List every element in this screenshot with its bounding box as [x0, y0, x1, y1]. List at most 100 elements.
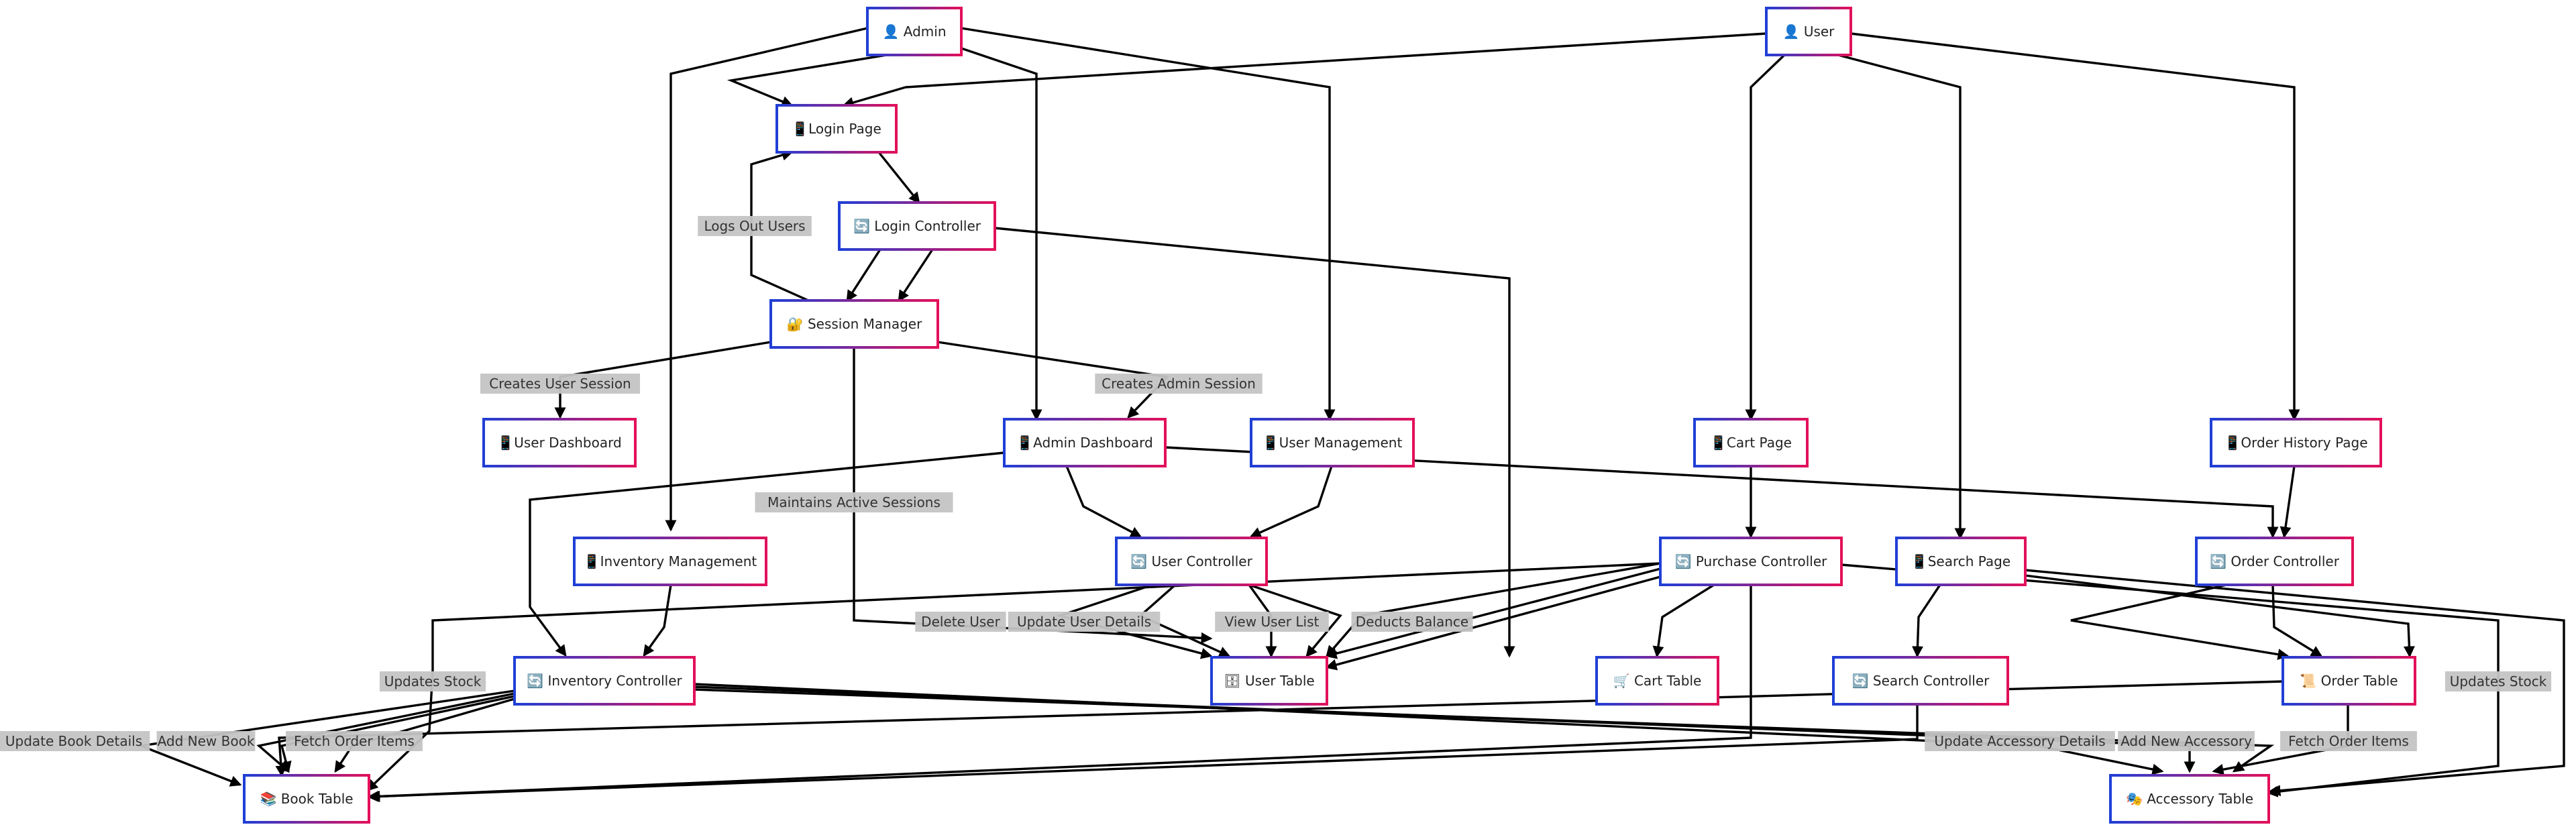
- node-login-page[interactable]: 📱Login Page: [775, 104, 898, 154]
- node-label: 🔄 User Controller: [1130, 553, 1252, 569]
- node-label: 🔄 Purchase Controller: [1675, 553, 1828, 569]
- node-label: 🔐 Session Manager: [787, 316, 922, 332]
- edge-label-update-book-details: Update Book Details: [0, 731, 150, 751]
- node-order-controller[interactable]: 🔄 Order Controller: [2195, 537, 2354, 586]
- svg-text:Fetch Order Items: Fetch Order Items: [294, 733, 415, 749]
- svg-text:Update User Details: Update User Details: [1017, 614, 1151, 630]
- edge-connector: [367, 704, 1919, 802]
- node-label: 🗄 User Table: [1224, 673, 1314, 689]
- svg-text:Fetch Order Items: Fetch Order Items: [2288, 733, 2409, 749]
- node-user-table[interactable]: 🗄 User Table: [1210, 656, 1328, 706]
- edge-connector: [256, 692, 515, 773]
- edge-connector: [994, 227, 1515, 658]
- edge-label-maintains-sessions: Maintains Active Sessions: [755, 492, 953, 512]
- node-label: 🛒 Cart Table: [1613, 673, 1702, 689]
- edge-label-deducts-balance: Deducts Balance: [1351, 612, 1473, 632]
- edge-connector: [1912, 584, 1941, 658]
- edge-label-updates-stock-right: Updates Stock: [2445, 671, 2552, 691]
- edge-connector: [898, 249, 934, 302]
- node-purchase-controller[interactable]: 🔄 Purchase Controller: [1659, 537, 1843, 586]
- edge-connector: [1325, 575, 1661, 671]
- edge-connector: [2070, 584, 2290, 661]
- svg-text:Creates User Session: Creates User Session: [489, 376, 631, 392]
- edge-connector: [1745, 54, 1786, 421]
- node-label: 👤 Admin: [883, 23, 947, 40]
- node-label: 📱User Dashboard: [497, 435, 621, 451]
- edge-connector: [1165, 446, 2279, 539]
- svg-text:Updates Stock: Updates Stock: [2450, 673, 2547, 689]
- node-label: 📱Login Page: [792, 121, 881, 137]
- edge-connector: [368, 585, 1752, 802]
- edge-label-view-user-list: View User List: [1215, 612, 1329, 632]
- edge-label-update-accessory-details: Update Accessory Details: [1925, 731, 2115, 751]
- edge-connector: [961, 47, 1042, 421]
- node-label: 🔄 Search Controller: [1852, 673, 1990, 689]
- svg-text:Add New Accessory: Add New Accessory: [2121, 733, 2252, 749]
- edge-connector: [846, 249, 881, 302]
- svg-text:Delete User: Delete User: [921, 614, 1000, 630]
- edge-connector: [877, 151, 920, 204]
- edge-connector: [643, 584, 672, 657]
- edge-connector: [1837, 54, 1966, 540]
- node-user-management[interactable]: 📱User Management: [1250, 418, 1415, 467]
- node-inventory-management[interactable]: 📱Inventory Management: [573, 537, 767, 586]
- edge-connector: [1065, 465, 1142, 538]
- svg-text:Deducts Balance: Deducts Balance: [1356, 614, 1468, 630]
- edge-label-creates-user-session: Creates User Session: [480, 374, 640, 394]
- node-label: 📱Inventory Management: [584, 553, 757, 569]
- edge-label-delete-user: Delete User: [915, 612, 1006, 632]
- node-user-dashboard[interactable]: 📱User Dashboard: [482, 418, 637, 467]
- node-label: 📱Cart Page: [1710, 435, 1792, 451]
- edge-connector: [2279, 465, 2296, 539]
- edge-label-add-new-book: Add New Book: [156, 731, 256, 751]
- edge-label-creates-admin-session: Creates Admin Session: [1095, 374, 1263, 394]
- svg-text:Add New Book: Add New Book: [158, 733, 255, 749]
- edge-label-updates-stock-left: Updates Stock: [379, 671, 486, 691]
- edge-connector: [2025, 574, 2415, 658]
- node-label: 📱Order History Page: [2224, 435, 2367, 451]
- node-user[interactable]: 👤 User: [1765, 7, 1852, 56]
- node-label: 📱User Management: [1263, 435, 1403, 451]
- node-label: 📱Admin Dashboard: [1016, 435, 1153, 451]
- node-cart-table[interactable]: 🛒 Cart Table: [1595, 656, 1719, 706]
- edge-connector: [1248, 584, 1342, 657]
- edge-connector: [1249, 465, 1333, 538]
- node-user-controller[interactable]: 🔄 User Controller: [1115, 537, 1268, 586]
- svg-text:Update Book Details: Update Book Details: [5, 733, 142, 749]
- edge-connector: [842, 32, 1767, 109]
- node-admin-dashboard[interactable]: 📱Admin Dashboard: [1003, 418, 1167, 467]
- node-session-manager[interactable]: 🔐 Session Manager: [769, 299, 939, 349]
- edge-connector: [280, 695, 515, 773]
- svg-text:Maintains Active Sessions: Maintains Active Sessions: [767, 494, 941, 510]
- edge-connector: [2271, 584, 2323, 657]
- node-cart-page[interactable]: 📱Cart Page: [1693, 418, 1809, 467]
- node-order-table[interactable]: 📜 Order Table: [2282, 656, 2416, 706]
- node-label: 🎭 Accessory Table: [2126, 791, 2253, 807]
- edge-label-fetch-order-items-right: Fetch Order Items: [2280, 731, 2417, 751]
- node-label: 📱Search Page: [1911, 553, 2010, 569]
- edge-connector: [694, 688, 2275, 773]
- edge-connector: [1652, 584, 1715, 658]
- node-accessory-table[interactable]: 🎭 Accessory Table: [2109, 774, 2270, 824]
- edge-label-add-new-accessory: Add New Accessory: [2118, 731, 2255, 751]
- edges: [136, 27, 2565, 802]
- node-order-history-page[interactable]: 📱Order History Page: [2210, 418, 2382, 467]
- edge-connector: [853, 347, 1213, 644]
- node-search-controller[interactable]: 🔄 Search Controller: [1832, 656, 2009, 706]
- node-inventory-controller[interactable]: 🔄 Inventory Controller: [513, 656, 696, 706]
- node-login-controller[interactable]: 🔄 Login Controller: [838, 201, 996, 251]
- node-label: 🔄 Inventory Controller: [527, 673, 682, 689]
- node-label: 🔄 Order Controller: [2210, 553, 2340, 569]
- node-admin[interactable]: 👤 Admin: [866, 7, 963, 56]
- edge-label-update-user-details: Update User Details: [1008, 612, 1161, 632]
- node-label: 📜 Order Table: [2300, 673, 2398, 689]
- edge-connector: [529, 451, 1005, 657]
- edge-connector: [727, 54, 888, 107]
- node-search-page[interactable]: 📱Search Page: [1895, 537, 2027, 586]
- node-label: 🔄 Login Controller: [853, 218, 981, 234]
- node-book-table[interactable]: 📚 Book Table: [243, 774, 370, 824]
- svg-text:Update Accessory Details: Update Accessory Details: [1934, 733, 2105, 749]
- svg-text:Logs Out Users: Logs Out Users: [704, 218, 805, 234]
